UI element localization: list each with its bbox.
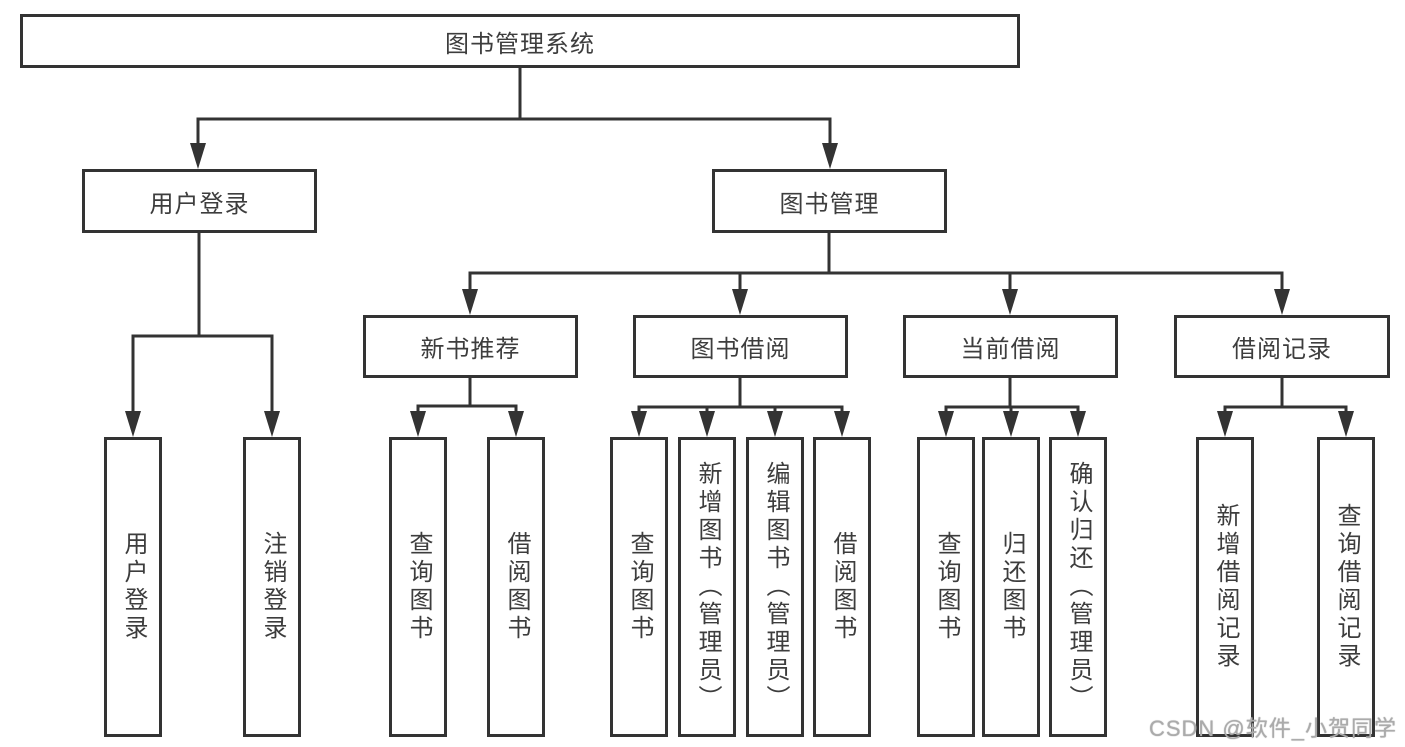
- node-user-login-label: 用户登录: [149, 190, 250, 218]
- leaf-add-books-admin-label: 新增图书（管理员）: [694, 461, 721, 713]
- leaf-borrow-books: 借阅图书: [813, 437, 871, 737]
- leaf-add-borrow-record: 新增借阅记录: [1196, 437, 1254, 737]
- node-user-login: 用户登录: [82, 169, 317, 233]
- leaf-return-books: 归还图书: [982, 437, 1040, 737]
- leaf-confirm-return-admin: 确认归还（管理员）: [1049, 437, 1107, 737]
- arrow-to-leaf-add-books: [699, 411, 715, 437]
- arrow-to-leaf-query-books-b: [631, 411, 647, 437]
- leaf-query-borrow-record-label: 查询借阅记录: [1333, 503, 1360, 671]
- leaf-query-books-borrow: 查询图书: [610, 437, 668, 737]
- arrow-to-leaf-query-borrow-record: [1338, 411, 1354, 437]
- leaf-query-books-current-label: 查询图书: [933, 531, 960, 643]
- leaf-logout: 注销登录: [243, 437, 301, 737]
- leaf-query-borrow-record: 查询借阅记录: [1317, 437, 1375, 737]
- leaf-user-login: 用户登录: [104, 437, 162, 737]
- arrow-to-new-book-recommend: [462, 289, 478, 315]
- arrow-to-leaf-user-login: [125, 411, 141, 437]
- node-book-borrow-label: 图书借阅: [690, 336, 791, 363]
- node-new-book-recommend: 新书推荐: [363, 315, 578, 378]
- node-borrow-records-label: 借阅记录: [1232, 336, 1332, 363]
- leaf-edit-books-admin-label: 编辑图书（管理员）: [762, 461, 789, 713]
- arrow-to-current-borrow: [1002, 289, 1018, 315]
- leaf-user-login-label: 用户登录: [120, 531, 147, 643]
- leaf-borrow-books-recommend-label: 借阅图书: [503, 531, 530, 643]
- arrow-to-leaf-edit-books: [767, 411, 783, 437]
- arrow-to-book-management: [822, 143, 838, 169]
- leaf-query-books-borrow-label: 查询图书: [626, 531, 653, 643]
- csdn-watermark: CSDN @软件_小贺同学: [1148, 716, 1397, 741]
- leaf-query-books-recommend: 查询图书: [389, 437, 447, 737]
- arrow-to-book-borrow: [732, 289, 748, 315]
- node-root-label: 图书管理系统: [445, 30, 595, 58]
- leaf-query-books-recommend-label: 查询图书: [405, 531, 432, 643]
- arrow-to-leaf-return-books: [1003, 411, 1019, 437]
- connector-user-login-children: [131, 233, 274, 411]
- leaf-confirm-return-admin-label: 确认归还（管理员）: [1065, 461, 1092, 713]
- node-current-borrow-label: 当前借阅: [960, 336, 1061, 363]
- connector-borrow-records-children: [1223, 378, 1348, 411]
- node-book-management: 图书管理: [712, 169, 947, 233]
- node-book-borrow: 图书借阅: [633, 315, 848, 378]
- leaf-return-books-label: 归还图书: [998, 531, 1025, 643]
- arrow-to-leaf-query-books-a: [410, 411, 426, 437]
- leaf-borrow-books-label: 借阅图书: [829, 531, 856, 643]
- node-root-library-system: 图书管理系统: [20, 14, 1020, 68]
- leaf-logout-label: 注销登录: [259, 531, 286, 643]
- leaf-borrow-books-recommend: 借阅图书: [487, 437, 545, 737]
- leaf-add-books-admin: 新增图书（管理员）: [678, 437, 736, 737]
- leaf-query-books-current: 查询图书: [917, 437, 975, 737]
- arrow-to-leaf-borrow-books-b: [834, 411, 850, 437]
- connector-current-borrow-children: [944, 378, 1080, 411]
- node-new-book-recommend-label: 新书推荐: [420, 336, 521, 363]
- node-borrow-records: 借阅记录: [1174, 315, 1390, 378]
- connector-root-to-level2: [196, 68, 832, 143]
- arrow-to-leaf-query-books-c: [938, 411, 954, 437]
- connector-new-book-children: [416, 378, 518, 411]
- arrow-to-borrow-records: [1274, 289, 1290, 315]
- arrow-to-leaf-borrow-books-a: [508, 411, 524, 437]
- arrow-to-leaf-logout: [264, 411, 280, 437]
- connector-book-management-children: [468, 233, 1284, 289]
- leaf-edit-books-admin: 编辑图书（管理员）: [746, 437, 804, 737]
- arrow-to-leaf-confirm-return: [1070, 411, 1086, 437]
- connector-book-borrow-children: [637, 378, 844, 411]
- arrow-to-user-login: [190, 143, 206, 169]
- node-book-management-label: 图书管理: [779, 190, 880, 218]
- arrow-to-leaf-add-borrow-record: [1217, 411, 1233, 437]
- node-current-borrow: 当前借阅: [903, 315, 1118, 378]
- leaf-add-borrow-record-label: 新增借阅记录: [1212, 503, 1239, 671]
